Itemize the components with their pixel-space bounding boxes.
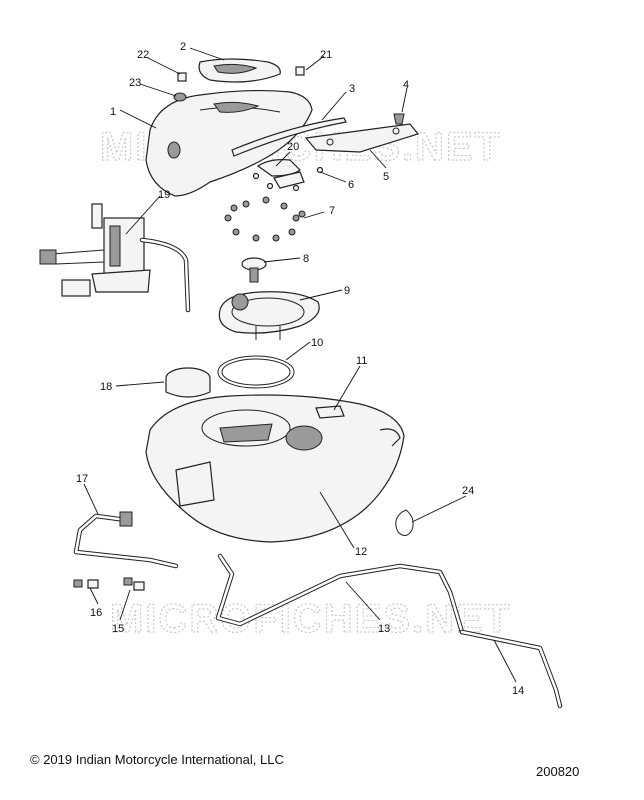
- callout-12: 12: [355, 546, 367, 558]
- part-17-vent-hose: [73, 511, 179, 569]
- part-23-grommet: [173, 92, 187, 102]
- callout-13: 13: [378, 623, 390, 635]
- part-5-mounting-bracket: [304, 123, 420, 153]
- callout-10: 10: [311, 337, 323, 349]
- part-24-clamp: [395, 509, 414, 536]
- callout-labels: 1 2 3 4 5 6 7 8 9 10 11 12 13 14 15 16 1…: [76, 41, 524, 697]
- part-3-trim-strip: [231, 117, 347, 157]
- part-20-bracket: [256, 159, 305, 189]
- callout-7: 7: [329, 205, 335, 217]
- part-8-valve: [241, 257, 267, 283]
- part-15-clamp: [123, 577, 145, 591]
- part-16-clamp: [73, 579, 99, 589]
- part-13-fuel-line: [215, 553, 465, 635]
- part-12-fuel-tank: [145, 394, 405, 543]
- callout-23: 23: [129, 77, 141, 89]
- callout-11: 11: [356, 355, 367, 367]
- part-22-screw: [177, 72, 187, 82]
- part-2-badge-plate: [198, 58, 281, 83]
- callout-3: 3: [349, 83, 355, 95]
- callout-19: 19: [158, 189, 170, 201]
- callout-18: 18: [100, 381, 112, 393]
- callout-2: 2: [180, 41, 186, 53]
- callout-15: 15: [112, 623, 124, 635]
- part-6-screws: [252, 166, 324, 192]
- callout-16: 16: [90, 607, 102, 619]
- drawing-number: 200820: [536, 764, 580, 779]
- part-11-tank-bracket: [315, 405, 345, 419]
- callout-6: 6: [348, 179, 354, 191]
- watermark-bottom: MICROFICHES.NET: [110, 597, 511, 641]
- part-10-gasket: [217, 355, 295, 389]
- callout-14: 14: [512, 685, 524, 697]
- part-21-screw: [295, 66, 305, 76]
- part-1-console-cover: [145, 89, 313, 197]
- callout-24: 24: [462, 485, 474, 497]
- part-14-fuel-line-end: [459, 629, 563, 709]
- part-4-grommet: [393, 113, 405, 125]
- callout-9: 9: [344, 285, 350, 297]
- part-9-pump-plate: [218, 291, 320, 340]
- callout-17: 17: [76, 473, 88, 485]
- leader-lines: [83, 47, 517, 683]
- callout-20: 20: [287, 141, 299, 153]
- part-7-nut-ring: [224, 196, 306, 242]
- part-18-fuel-cap: [165, 367, 211, 418]
- copyright-notice: © 2019 Indian Motorcycle International, …: [30, 752, 284, 767]
- callout-8: 8: [303, 253, 309, 265]
- callout-4: 4: [403, 79, 409, 91]
- part-19-fuel-pump: [39, 203, 191, 313]
- callout-5: 5: [383, 171, 389, 183]
- callout-1: 1: [110, 106, 116, 118]
- callout-22: 22: [137, 49, 149, 61]
- callout-21: 21: [320, 49, 332, 61]
